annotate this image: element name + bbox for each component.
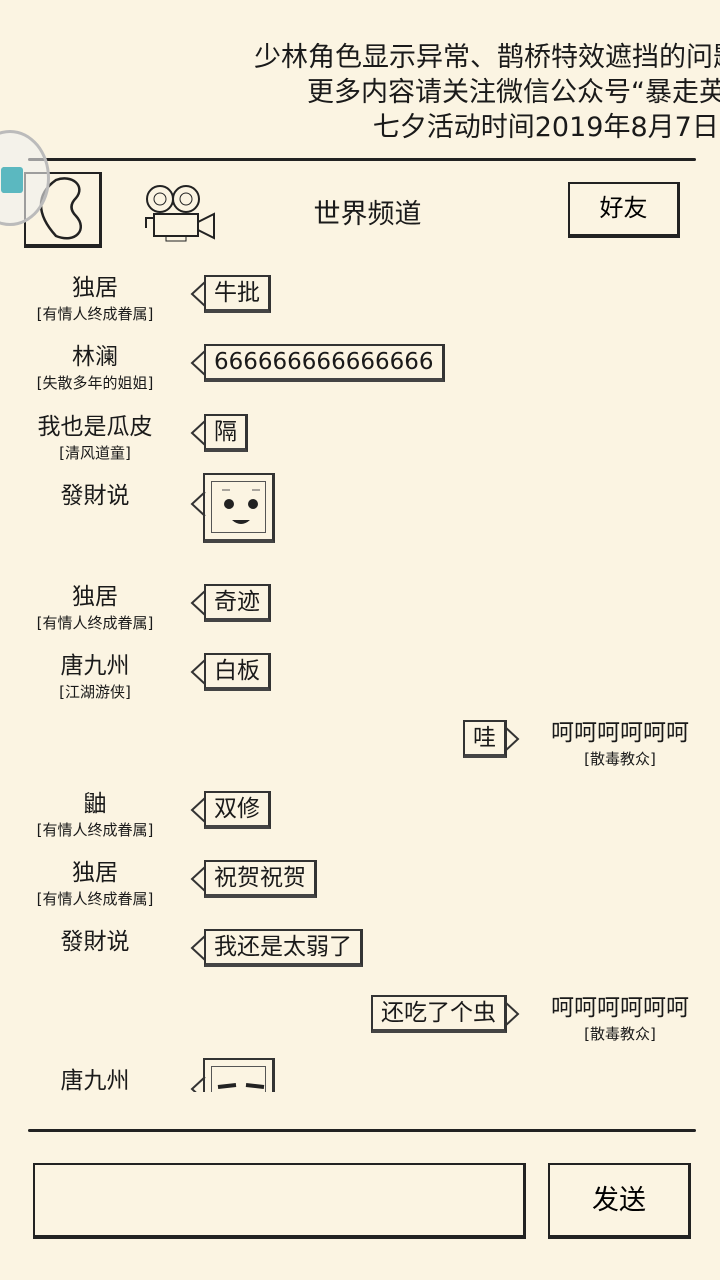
message-bubble: 哇 bbox=[463, 720, 507, 758]
sender-name: 發財说 bbox=[60, 483, 130, 509]
sender-title: [有情人终成眷属] bbox=[36, 305, 154, 323]
sender-name: 唐九州 bbox=[60, 1068, 130, 1092]
sender-name: 發財说 bbox=[60, 929, 130, 955]
sender-title: [有情人终成眷属] bbox=[36, 890, 154, 908]
sender-title: [清风道童] bbox=[59, 444, 131, 462]
sender[interactable]: 呵呵呵呵呵呵 [散毒教众] bbox=[525, 993, 715, 1045]
bubble-tail-icon bbox=[190, 281, 206, 307]
sender-title: [有情人终成眷属] bbox=[36, 614, 154, 632]
sender-title: [失散多年的姐姐] bbox=[36, 374, 154, 392]
bubble-tail-icon bbox=[190, 659, 206, 685]
sender-title: [散毒教众] bbox=[584, 1025, 656, 1043]
bubble-tail-icon bbox=[190, 350, 206, 376]
stern-face-icon bbox=[211, 1066, 266, 1092]
message-bubble: 还吃了个虫 bbox=[371, 995, 507, 1033]
sender[interactable]: 呵呵呵呵呵呵 [散毒教众] bbox=[525, 718, 715, 770]
sender-title: [江湖游侠] bbox=[59, 683, 131, 701]
sender-name: 林澜 bbox=[72, 344, 118, 370]
chat-input[interactable] bbox=[33, 1163, 526, 1239]
sender[interactable]: 發財说 bbox=[0, 481, 190, 511]
sender-title: [有情人终成眷属] bbox=[36, 821, 154, 839]
chat-message-list[interactable]: 独居 [有情人终成眷属] 牛批林澜 [失散多年的姐姐] 666666666666666 我… bbox=[0, 255, 720, 1092]
sender-name: 独居 bbox=[72, 584, 118, 610]
bubble-tail-icon bbox=[190, 866, 206, 892]
announcement-line: 七夕活动时间2019年8月7日0 bbox=[372, 112, 720, 143]
bubble-tail-icon bbox=[190, 1076, 206, 1092]
message-bubble: 双修 bbox=[204, 791, 271, 829]
sender-name: 我也是瓜皮 bbox=[37, 414, 153, 440]
video-camera-icon[interactable] bbox=[142, 184, 218, 244]
sender[interactable]: 我也是瓜皮 [清风道童] bbox=[0, 412, 190, 464]
bubble-tail-icon bbox=[190, 491, 206, 517]
message-bubble: 牛批 bbox=[204, 275, 271, 313]
sender-title: [散毒教众] bbox=[584, 750, 656, 768]
announcement-line: 更多内容请关注微信公众号“暴走英 bbox=[307, 77, 720, 108]
sender[interactable]: 鼬 [有情人终成眷属] bbox=[0, 789, 190, 841]
bubble-tail-icon bbox=[190, 935, 206, 961]
message-bubble: 隔 bbox=[204, 414, 248, 452]
sender-name: 鼬 bbox=[83, 791, 107, 817]
sender[interactable]: 独居 [有情人终成眷属] bbox=[0, 858, 190, 910]
sender[interactable]: 独居 [有情人终成眷属] bbox=[0, 273, 190, 325]
sender[interactable]: 唐九州 [江湖游侠] bbox=[0, 651, 190, 703]
sender-name: 呵呵呵呵呵呵 bbox=[551, 720, 689, 746]
bubble-tail-icon bbox=[504, 726, 520, 752]
message-bubble: 我还是太弱了 bbox=[204, 929, 363, 967]
bubble-tail-icon bbox=[190, 590, 206, 616]
message-bubble: 666666666666666 bbox=[204, 344, 445, 382]
sender[interactable]: 独居 [有情人终成眷属] bbox=[0, 582, 190, 634]
smile-face-icon bbox=[211, 481, 266, 533]
sender-name: 独居 bbox=[72, 275, 118, 301]
sender-name: 呵呵呵呵呵呵 bbox=[551, 995, 689, 1021]
sender[interactable]: 發財说 bbox=[0, 927, 190, 957]
send-button[interactable]: 发送 bbox=[548, 1163, 691, 1239]
back-arrow-icon bbox=[39, 177, 82, 240]
message-bubble: 白板 bbox=[204, 653, 271, 691]
announcement-line: 少林角色显示异常、鹊桥特效遮挡的问题 bbox=[254, 42, 720, 73]
message-bubble: 祝贺祝贺 bbox=[204, 860, 317, 898]
bubble-tail-icon bbox=[190, 420, 206, 446]
bubble-tail-icon bbox=[504, 1001, 520, 1027]
sender[interactable]: 林澜 [失散多年的姐姐] bbox=[0, 342, 190, 394]
message-bubble: 奇迹 bbox=[204, 584, 271, 622]
announcement-banner: 少林角色显示异常、鹊桥特效遮挡的问题 更多内容请关注微信公众号“暴走英 七夕活动… bbox=[200, 40, 720, 145]
input-divider bbox=[28, 1129, 696, 1132]
friends-button[interactable]: 好友 bbox=[568, 182, 680, 238]
sender[interactable]: 唐九州 bbox=[0, 1066, 190, 1092]
channel-title: 世界频道 bbox=[313, 199, 422, 230]
emoji-bubble bbox=[203, 473, 275, 543]
header-divider bbox=[28, 158, 696, 161]
sender-name: 唐九州 bbox=[60, 653, 130, 679]
emoji-bubble bbox=[203, 1058, 275, 1092]
sender-name: 独居 bbox=[72, 860, 118, 886]
bubble-tail-icon bbox=[190, 797, 206, 823]
